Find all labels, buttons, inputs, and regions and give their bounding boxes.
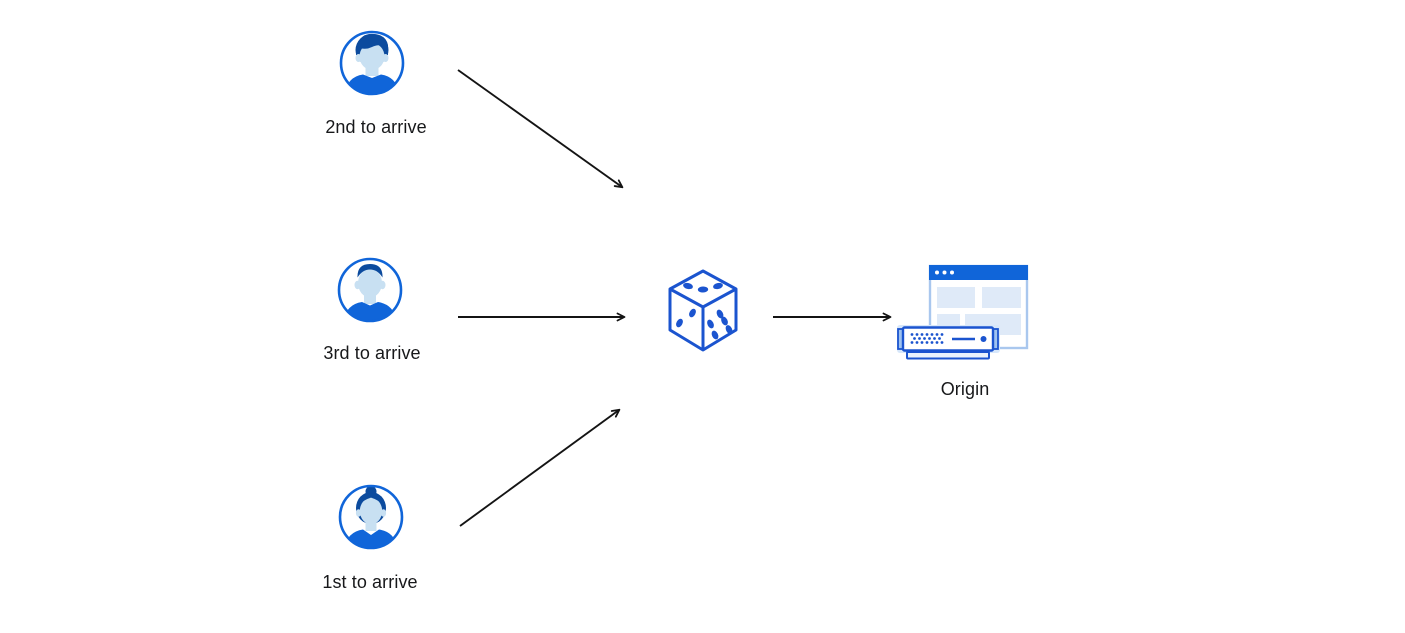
arrow-user1-to-dice bbox=[459, 408, 621, 527]
origin-node bbox=[896, 263, 1030, 365]
origin-server-browser-icon bbox=[897, 264, 1029, 360]
user-label-third: 3rd to arrive bbox=[323, 343, 421, 363]
user-label-second: 2nd to arrive bbox=[325, 117, 427, 137]
female-bun-avatar-icon bbox=[338, 484, 404, 550]
origin-label: Origin bbox=[940, 379, 990, 399]
male-short-hair-avatar-icon bbox=[337, 257, 403, 323]
server-vent-dots bbox=[910, 333, 944, 344]
browser-window-dots bbox=[935, 270, 954, 275]
dice-icon bbox=[668, 269, 738, 352]
user-node-first bbox=[337, 483, 405, 551]
user-node-third bbox=[336, 256, 404, 324]
dice-node bbox=[667, 266, 739, 354]
server-power-dot bbox=[980, 336, 987, 342]
server-box bbox=[897, 325, 1000, 360]
user-label-first: 1st to arrive bbox=[322, 572, 418, 592]
user-node-second bbox=[338, 29, 406, 97]
arrow-user2-to-dice bbox=[457, 69, 624, 189]
male-swept-hair-avatar-icon bbox=[339, 30, 405, 96]
